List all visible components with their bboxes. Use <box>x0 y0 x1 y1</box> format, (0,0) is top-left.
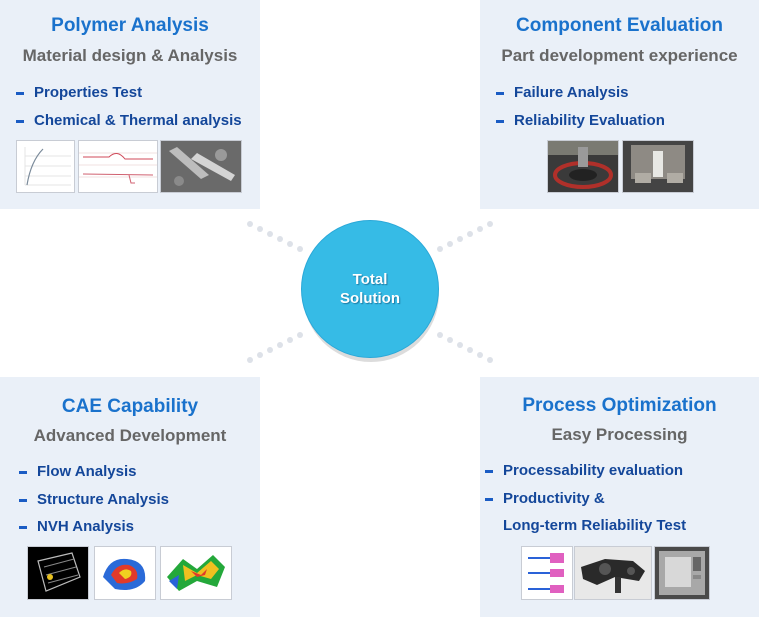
hub-label-line1: Total <box>352 271 388 288</box>
flow-simulation-image <box>27 546 89 600</box>
test-chamber-image <box>654 546 710 600</box>
bullet-dash <box>19 498 27 502</box>
process-optimization-panel: Process Optimization Easy Processing Pro… <box>480 377 759 617</box>
list-item: Structure Analysis <box>19 486 169 514</box>
panel-subtitle: Material design & Analysis <box>22 46 238 65</box>
item-list: Failure Analysis Reliability Evaluation <box>496 79 665 134</box>
list-item: Properties Test <box>16 79 242 107</box>
cae-capability-panel: CAE Capability Advanced Development Flow… <box>0 377 260 617</box>
panel-title: Process Optimization <box>522 395 717 416</box>
list-item: NVH Analysis <box>19 513 169 541</box>
item-list: Properties Test Chemical & Thermal analy… <box>16 79 242 134</box>
list-item: Reliability Evaluation <box>496 107 665 135</box>
component-evaluation-panel: Component Evaluation Part development ex… <box>480 0 759 209</box>
list-item: Chemical & Thermal analysis <box>16 107 242 135</box>
nvh-simulation-image <box>160 546 232 600</box>
panel-title: CAE Capability <box>61 396 199 417</box>
bullet-dash <box>16 92 24 95</box>
list-item: Processability evaluation <box>485 457 686 485</box>
list-item-continuation: Long-term Reliability Test <box>503 517 687 534</box>
process-chart-image <box>521 546 573 600</box>
bullet-dash <box>19 526 27 529</box>
polymer-analysis-panel: Polymer Analysis Material design & Analy… <box>0 0 260 209</box>
list-item: Productivity & <box>485 485 686 513</box>
panel-subtitle: Part development experience <box>501 46 738 65</box>
molded-part-image <box>574 546 652 600</box>
total-solution-hub: Total Solution <box>301 220 441 362</box>
list-item: Failure Analysis <box>496 79 665 107</box>
item-list: Processability evaluation Productivity &… <box>485 457 686 540</box>
hub-label: Total Solution <box>301 270 439 308</box>
list-item: Flow Analysis <box>19 458 169 486</box>
bullet-dash <box>496 92 504 95</box>
panel-subtitle: Easy Processing <box>551 425 688 444</box>
bullet-dash <box>496 119 504 123</box>
bullet-dash <box>485 470 493 473</box>
bullet-dash <box>16 119 24 123</box>
bullet-dash <box>19 471 27 474</box>
panel-title: Component Evaluation <box>516 15 723 36</box>
wheel-test-image <box>547 140 619 193</box>
sem-microscopy-image <box>160 140 242 193</box>
bullet-dash <box>485 497 493 501</box>
stress-strain-graph-image <box>16 140 75 193</box>
structure-simulation-image <box>94 546 156 600</box>
hub-circle <box>301 220 439 358</box>
item-list: Flow Analysis Structure Analysis NVH Ana… <box>19 458 169 541</box>
thermal-curve-image <box>78 140 158 193</box>
panel-title: Polymer Analysis <box>51 15 209 36</box>
chamber-test-image <box>622 140 694 193</box>
panel-subtitle: Advanced Development <box>33 426 227 445</box>
hub-label-line2: Solution <box>340 290 400 307</box>
